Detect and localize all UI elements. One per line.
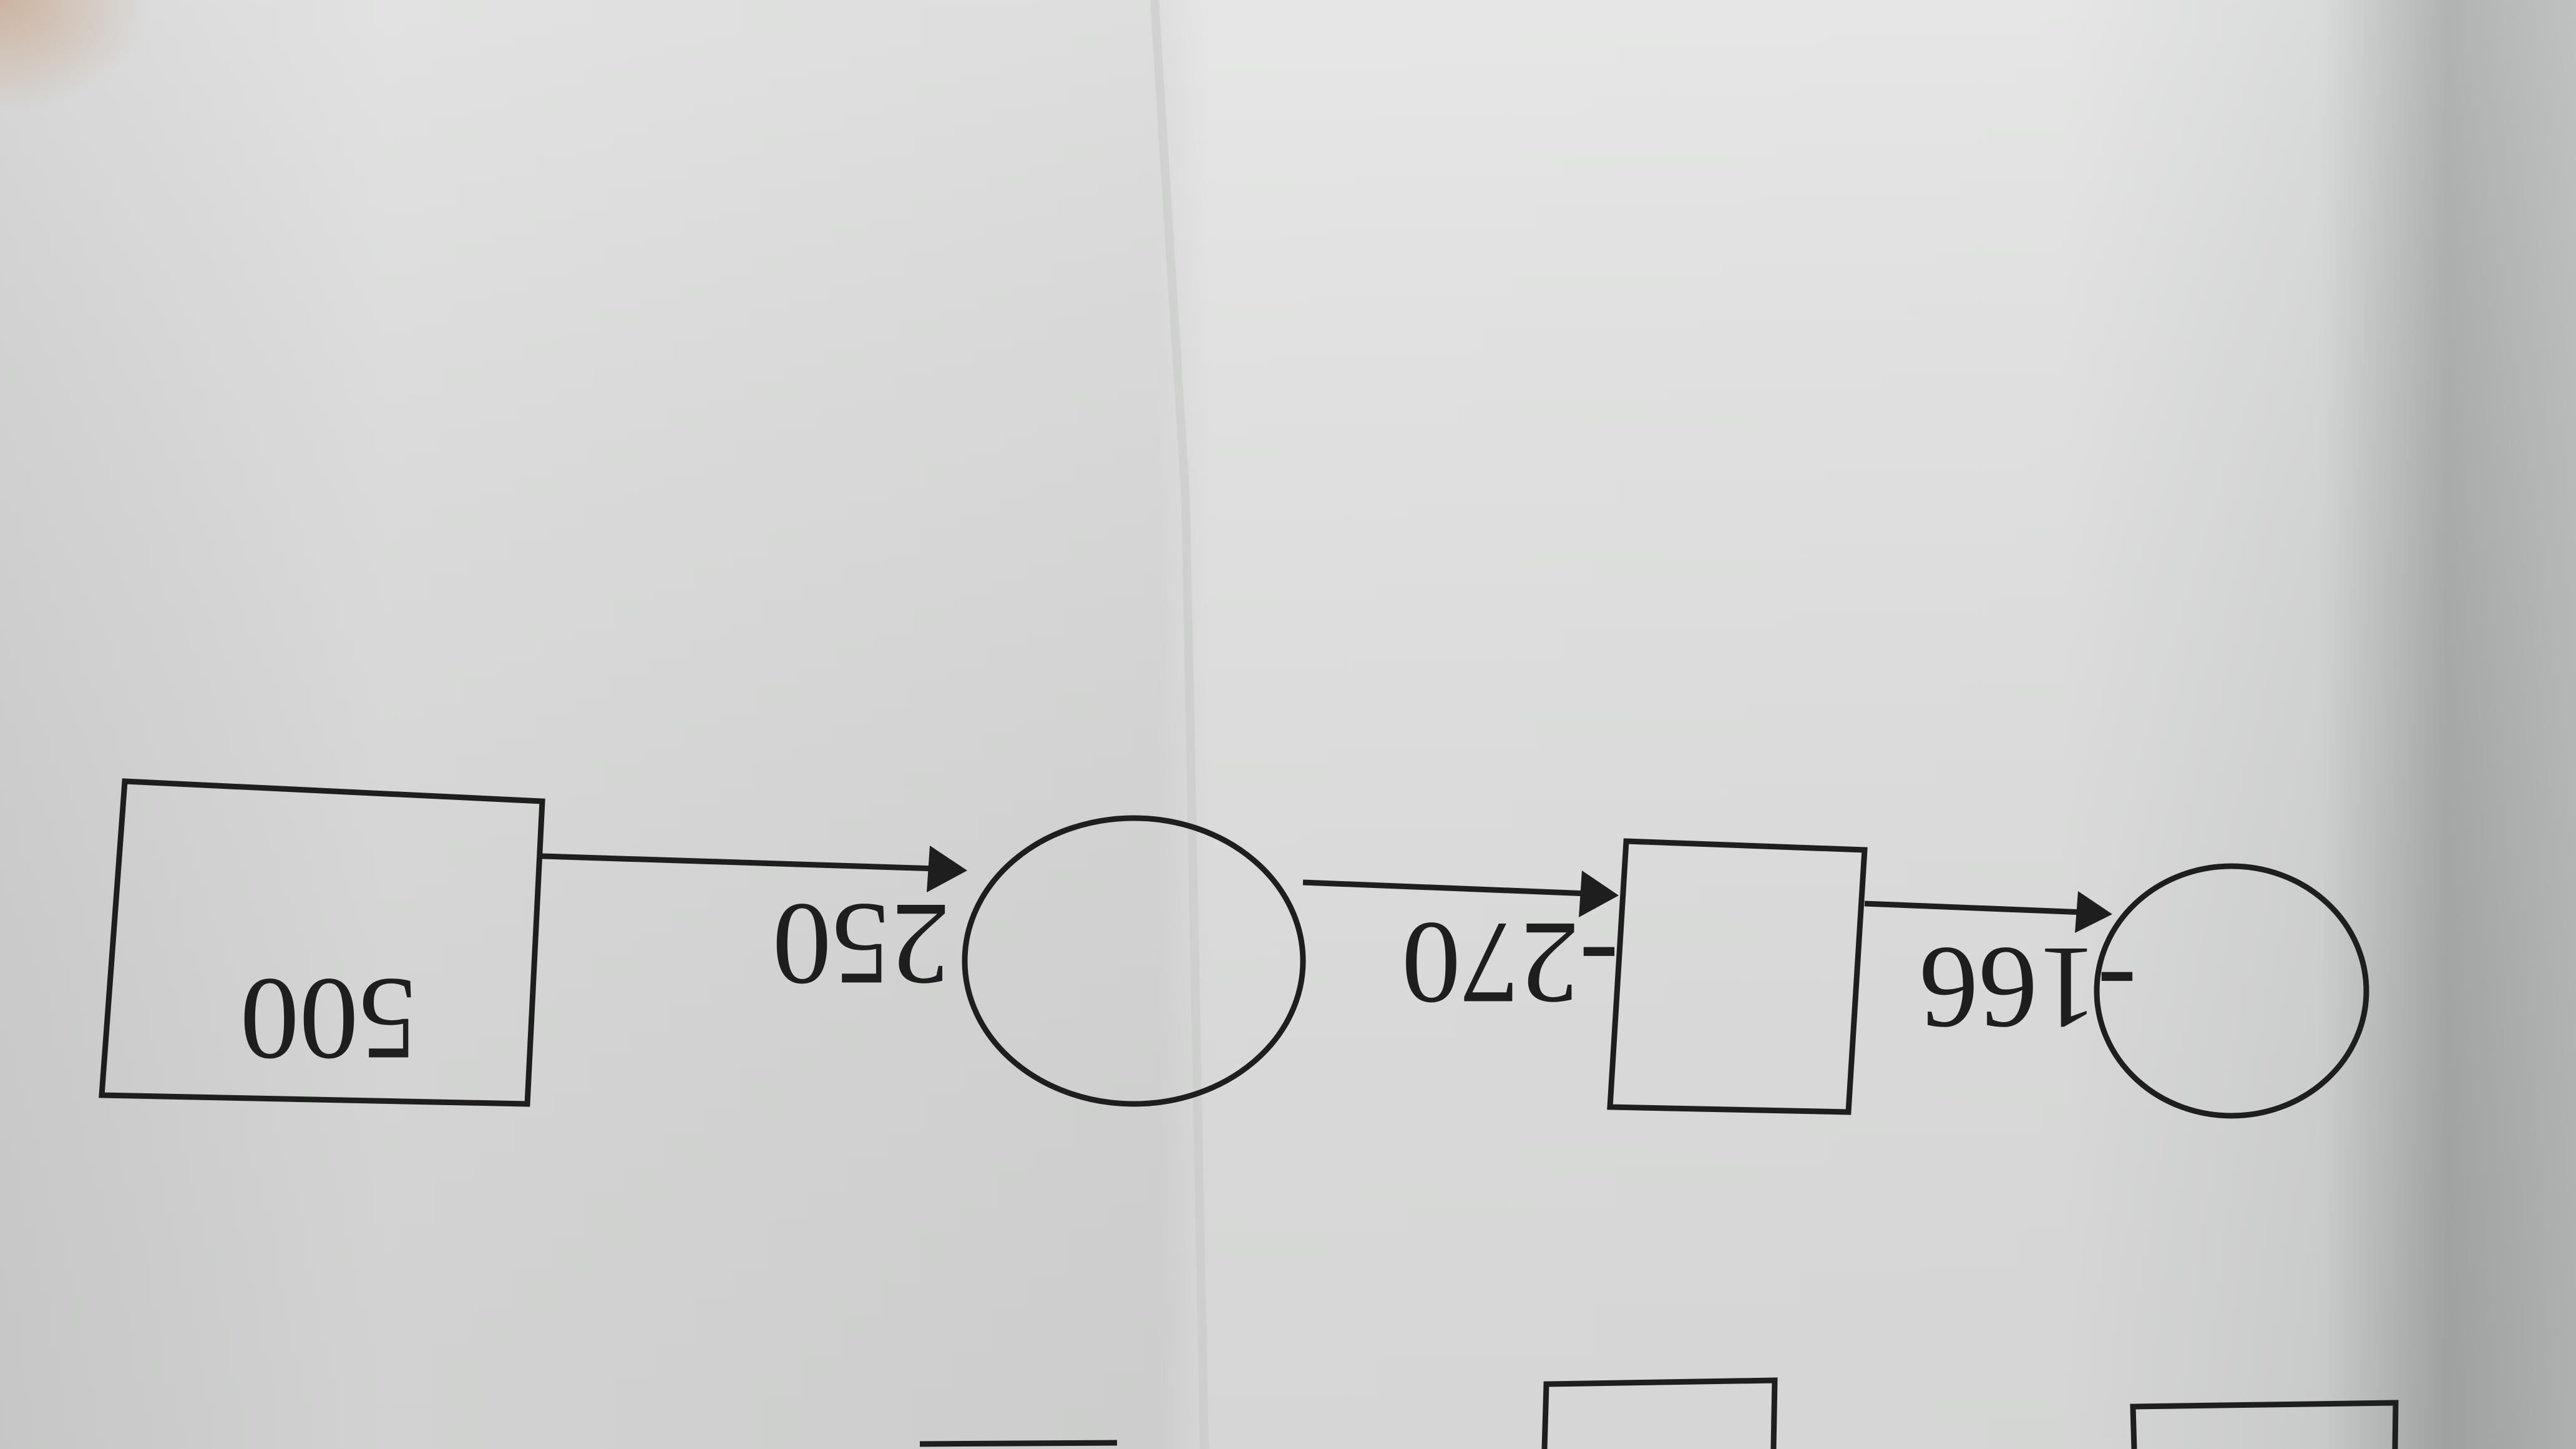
arrowhead-2: [1579, 871, 1619, 917]
partial-shape-bottom-3: [919, 1440, 1118, 1447]
edge-label-minus-270: -270: [1402, 897, 1619, 1028]
edge-arrow-1: [542, 853, 937, 872]
arrowhead-3: [2075, 891, 2112, 933]
paper-fold: [1150, 0, 1209, 1449]
edge-arrow-3: [1864, 900, 2085, 915]
partial-rectangle-bottom-1: [1541, 1377, 1778, 1449]
node-circle-1: [962, 815, 1306, 1107]
edge-label-250: 250: [773, 879, 950, 1010]
node-circle-2: [2094, 863, 2369, 1119]
arrowhead-1: [927, 846, 967, 892]
partial-rectangle-bottom-2: [2130, 1400, 2399, 1449]
node-rectangle-2: [1607, 838, 1868, 1115]
edge-arrow-2: [1302, 879, 1589, 897]
node-label-500: 500: [240, 954, 418, 1085]
edge-label-minus-166: -166: [1920, 922, 2137, 1053]
node-rectangle-1: [99, 778, 545, 1107]
background-corner: [0, 0, 499, 374]
